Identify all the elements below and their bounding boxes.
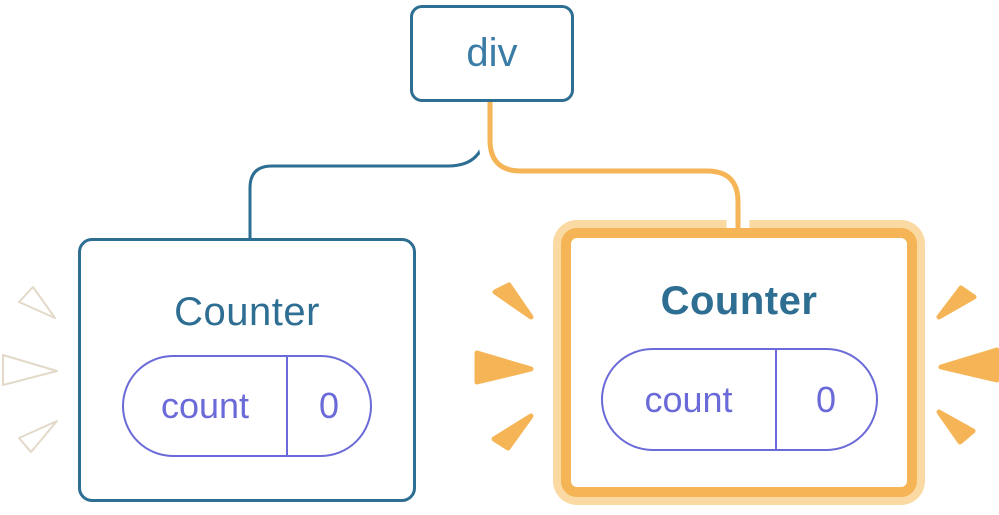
state-key: count	[124, 357, 288, 455]
counter-node-right: Counter count 0	[561, 228, 917, 497]
root-div-node: div	[410, 5, 574, 102]
spark-icon	[492, 282, 534, 320]
spark-icon	[936, 409, 976, 445]
root-div-label: div	[466, 31, 518, 75]
spark-icon	[2, 354, 58, 386]
state-pill: count 0	[122, 355, 372, 457]
spark-icon	[938, 347, 999, 383]
spark-icon	[936, 285, 977, 320]
counter-title: Counter	[660, 279, 818, 323]
edge-root-to-right-counter	[487, 101, 741, 230]
state-value: 0	[815, 378, 837, 420]
edge-root-to-right-counter-casing	[478, 101, 750, 218]
state-pill: count 0	[600, 348, 878, 451]
spark-icon	[491, 413, 534, 451]
edge-root-to-left-counter	[248, 102, 488, 240]
state-value: 0	[318, 385, 340, 426]
state-key: count	[603, 350, 777, 449]
spark-icon	[18, 420, 58, 453]
counter-node-left: Counter count 0	[78, 238, 416, 502]
counter-title: Counter	[174, 290, 320, 334]
spark-icon	[474, 350, 534, 385]
spark-icon	[18, 286, 56, 319]
